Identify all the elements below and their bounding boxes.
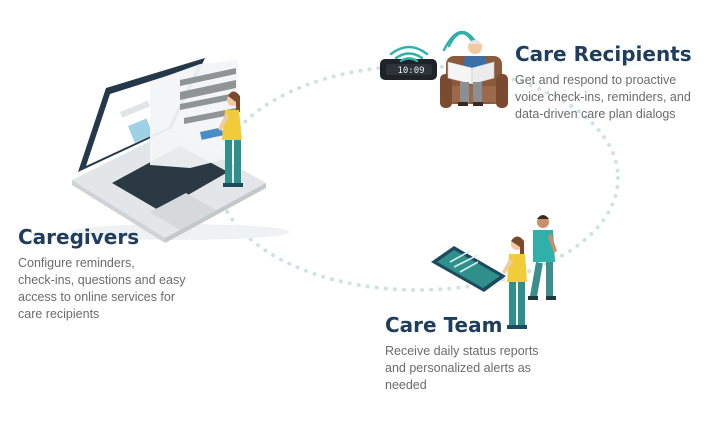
care-recipients-section: Care Recipients Get and respond to proac… [515, 42, 692, 123]
description-line: needed [385, 378, 427, 392]
description-line: data-driven care plan dialogs [515, 107, 676, 121]
caregivers-heading: Caregivers [18, 225, 140, 249]
description-line: Get and respond to proactive [515, 73, 677, 87]
description-line: check-ins, questions and easy [18, 273, 186, 287]
care-recipients-description: Get and respond to proactive voice check… [515, 72, 692, 123]
caregivers-section: Caregivers Configure reminders, check-in… [18, 225, 185, 323]
care-team-description: Receive daily status reports and persona… [385, 343, 539, 394]
care-team-section: Care Team Receive daily status reports a… [385, 313, 539, 394]
description-line: Receive daily status reports [385, 344, 539, 358]
caregiver-figure [218, 91, 243, 187]
smartphone-illustration [431, 246, 506, 292]
care-team-figures [502, 215, 557, 329]
description-line: Configure reminders, [18, 256, 135, 270]
voice-device: 10:09 [380, 45, 437, 80]
description-line: and personalized alerts as [385, 361, 531, 375]
device-display-text: 10:09 [397, 66, 424, 76]
caregivers-description: Configure reminders, check-ins, question… [18, 255, 185, 323]
laptop-illustration [70, 58, 290, 243]
care-recipients-heading: Care Recipients [515, 42, 692, 66]
description-line: voice check-ins, reminders, and [515, 90, 691, 104]
care-recipient-figure [440, 31, 508, 108]
description-line: care recipients [18, 307, 100, 321]
care-team-heading: Care Team [385, 313, 503, 337]
description-line: access to online services for [18, 290, 176, 304]
